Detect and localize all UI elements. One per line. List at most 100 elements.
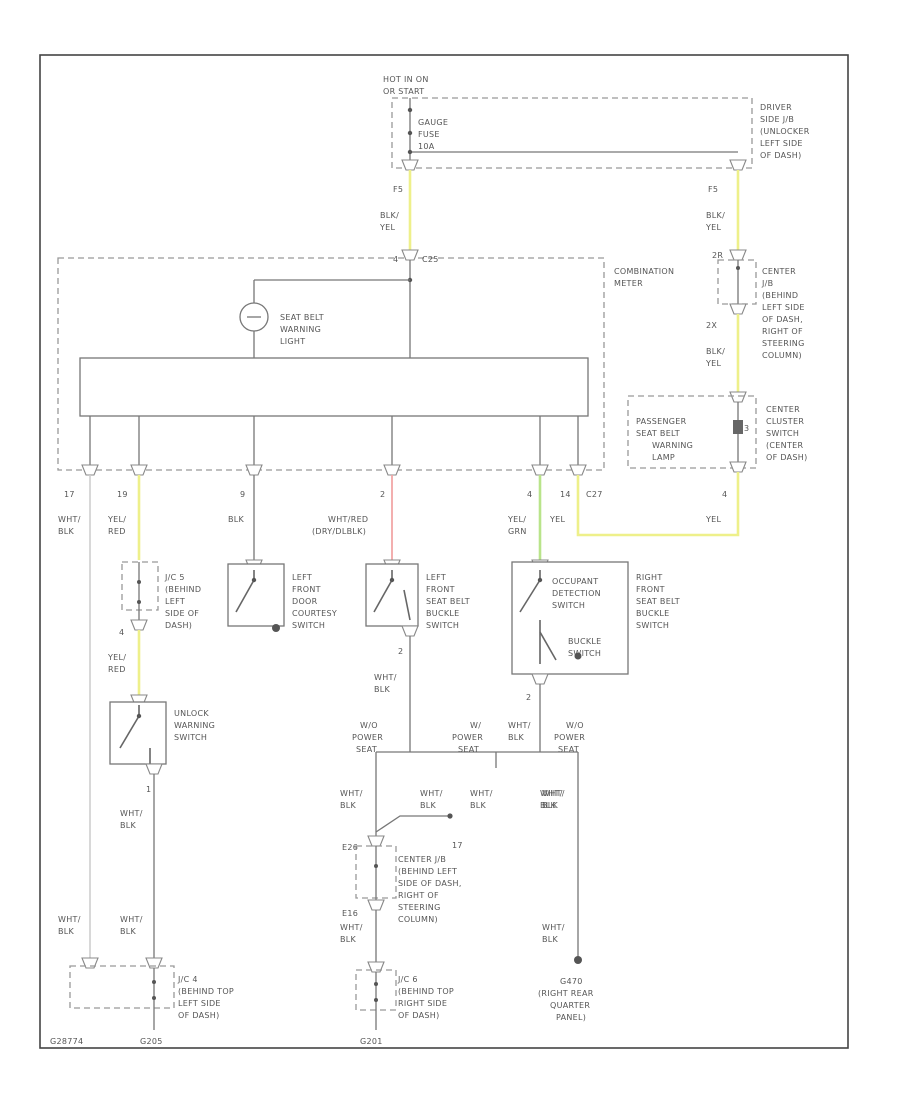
meter-connector-19 bbox=[130, 464, 148, 476]
wire-label-ground-a: WHT/ BLK bbox=[340, 789, 366, 810]
center-cluster-switch-outline bbox=[627, 395, 757, 469]
gauge-fuse-label: GAUGE FUSE 10A bbox=[418, 118, 451, 151]
passenger-lamp-label: PASSENGER SEAT BELT WARNING LAMP bbox=[636, 417, 696, 462]
wire-label-rear-ground-lower: WHT/ BLK bbox=[542, 923, 568, 944]
wire-label-rear-ground: WHT/ BLK bbox=[542, 789, 568, 810]
diagram-frame bbox=[39, 54, 849, 1049]
meter-connector-17 bbox=[81, 464, 99, 476]
wire-label-blk-yel-cluster: BLK/ YEL bbox=[705, 347, 728, 368]
jc6-dot-a bbox=[374, 982, 378, 986]
door-switch-pivot bbox=[251, 577, 257, 583]
ground-g470-label: G470 (RIGHT REAR QUARTER PANEL) bbox=[538, 977, 596, 1022]
fuse-terminal-bottom bbox=[407, 130, 413, 136]
jb-bottom-branch-wire bbox=[375, 815, 450, 833]
unlock-switch-pin-1: 1 bbox=[146, 785, 151, 794]
wire-label-blk-9: BLK bbox=[228, 515, 245, 524]
wire-label-wht-red-2: WHT/RED (DRY/DLBLK) bbox=[312, 515, 371, 536]
wire-label-ground-c: WHT/ BLK bbox=[470, 789, 496, 810]
center-cluster-switch-label: CENTER CLUSTER SWITCH (CENTER OF DASH) bbox=[766, 405, 808, 462]
rf-buckle-bottom-connector bbox=[531, 673, 549, 685]
center-jb-top-label: CENTER J/B (BEHIND LEFT SIDE OF DASH, RI… bbox=[761, 267, 808, 360]
center-jb-bottom-label: CENTER J/B (BEHIND LEFT SIDE OF DASH, RI… bbox=[398, 855, 465, 924]
jc5-connector bbox=[130, 619, 148, 631]
driver-jb-label: DRIVER SIDE J/B (UNLOCKER LEFT SIDE OF D… bbox=[760, 103, 812, 160]
center-jb-pin-2x: 2X bbox=[706, 321, 717, 330]
ground-g201-label: G201 bbox=[360, 1037, 383, 1046]
jc5-dot-a bbox=[137, 580, 141, 584]
lf-buckle-contact bbox=[403, 589, 411, 621]
lf-buckle-bottom-connector bbox=[401, 625, 419, 637]
jc4-label: J/C 4 (BEHIND TOP LEFT SIDE OF DASH) bbox=[177, 975, 237, 1020]
driver-junction-block-outline bbox=[391, 97, 753, 169]
meter-control-module bbox=[79, 357, 589, 417]
center-jb-pin-e16: E16 bbox=[342, 909, 358, 918]
meter-connector-c27: C27 bbox=[586, 490, 603, 499]
meter-pin-2: 2 bbox=[380, 490, 385, 499]
unlock-switch-bottom-connector bbox=[145, 763, 163, 775]
meter-connector-4 bbox=[531, 464, 549, 476]
meter-pin-4: 4 bbox=[393, 255, 398, 264]
center-jb-pin-e26: E26 bbox=[342, 843, 358, 852]
connector-cluster-top bbox=[729, 391, 747, 403]
lf-buckle-blade-icon bbox=[373, 579, 393, 613]
wire-label-rf-buckle: WHT/ BLK bbox=[508, 721, 534, 742]
meter-pin-4b: 4 bbox=[527, 490, 532, 499]
door-switch-ground-icon bbox=[272, 624, 280, 632]
jc5-dot-b bbox=[137, 600, 141, 604]
fuse-terminal-top bbox=[407, 107, 413, 113]
ground-g470-icon bbox=[574, 956, 582, 964]
connector-2x bbox=[729, 303, 747, 315]
wire-label-jc4-right: WHT/ BLK bbox=[120, 915, 146, 936]
lf-buckle-pin-2: 2 bbox=[398, 647, 403, 656]
wire-label-jc6-feed: WHT/ BLK bbox=[340, 923, 366, 944]
connector-c25 bbox=[401, 249, 419, 261]
rf-occupant-label: OCCUPANT DETECTION SWITCH bbox=[552, 577, 604, 610]
connector-f5-right bbox=[729, 159, 747, 171]
combination-meter-label: COMBINATION METER bbox=[614, 267, 677, 288]
meter-pin-17: 17 bbox=[64, 490, 75, 499]
lf-buckle-label: LEFT FRONT SEAT BELT BUCKLE SWITCH bbox=[426, 573, 473, 630]
jc5-label: J/C 5 (BEHIND LEFT SIDE OF DASH) bbox=[164, 573, 204, 630]
wo-power-seat-left-label: W/O POWER SEAT bbox=[352, 721, 386, 754]
connector-f5-left bbox=[401, 159, 419, 171]
combination-meter-outline bbox=[57, 257, 605, 471]
right-front-seat-belt-buckle-switch bbox=[511, 561, 629, 675]
rf-buckle-switch-icon bbox=[539, 631, 557, 661]
center-jb-top-dot bbox=[736, 266, 740, 270]
rf-buckle-switch-inner-label: BUCKLE SWITCH bbox=[568, 637, 604, 658]
jc5-pin-4: 4 bbox=[119, 628, 124, 637]
unlock-warning-switch bbox=[109, 701, 167, 765]
center-jb-pin-17: 17 bbox=[452, 841, 463, 850]
wire-label-ground-d: WHT/ BLK bbox=[540, 789, 566, 810]
diagram-id: G28774 bbox=[50, 1037, 83, 1046]
w-power-seat-label: W/ POWER SEAT bbox=[452, 721, 486, 754]
rf-buckle-pin-2: 2 bbox=[526, 693, 531, 702]
wire-label-yel-red-unlock: YEL/ RED bbox=[107, 653, 129, 674]
wire-label-yel-14: YEL bbox=[549, 515, 566, 524]
bus-splice bbox=[407, 149, 413, 155]
wire-label-yel-grn-4: YEL/ GRN bbox=[507, 515, 529, 536]
lf-buckle-pivot bbox=[389, 577, 395, 583]
pin-f5-left: F5 bbox=[393, 185, 403, 194]
ground-g205-label: G205 bbox=[140, 1037, 163, 1046]
unlock-switch-blade-icon bbox=[119, 715, 140, 749]
seat-belt-warning-light-label: SEAT BELT WARNING LIGHT bbox=[280, 313, 327, 346]
jc4-outline bbox=[69, 965, 175, 1009]
meter-connector-14 bbox=[569, 464, 587, 476]
connector-2r bbox=[729, 249, 747, 261]
jc5-outline bbox=[121, 561, 159, 611]
wo-power-seat-right-label: W/O POWER SEAT bbox=[554, 721, 588, 754]
meter-pin-19: 19 bbox=[117, 490, 128, 499]
meter-connector-9 bbox=[245, 464, 263, 476]
meter-connector-2 bbox=[383, 464, 401, 476]
center-jb-bottom-dot bbox=[374, 864, 378, 868]
wire-label-jc4-left: WHT/ BLK bbox=[58, 915, 84, 936]
unlock-switch-pivot bbox=[136, 713, 142, 719]
wire-label-wht-blk-17: WHT/ BLK bbox=[58, 515, 84, 536]
rf-occupant-switch-icon bbox=[519, 579, 541, 613]
jc4-dot-b bbox=[152, 996, 156, 1000]
wire-label-blk-yel-right: BLK/ YEL bbox=[705, 211, 728, 232]
wire-label-blk-yel-left: BLK/ YEL bbox=[379, 211, 402, 232]
